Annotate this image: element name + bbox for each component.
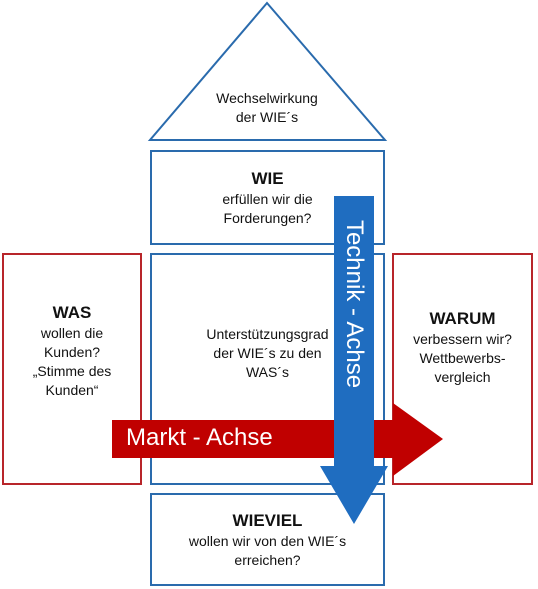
wie-title: WIE — [251, 169, 284, 188]
wie-line-2: Forderungen? — [223, 210, 312, 226]
was-line-4: Kunden“ — [45, 381, 99, 398]
warum-line-3: vergleich — [434, 369, 491, 385]
wieviel-title: WIEVIEL — [232, 511, 303, 530]
wieviel-line-2: erreichen? — [234, 552, 301, 568]
roof-line-2: der WIE´s — [235, 109, 299, 125]
was-line-2: Kunden? — [43, 343, 101, 360]
markt-arrow-label: Markt - Achse — [126, 424, 273, 451]
was-title: WAS — [52, 302, 92, 322]
center-line-2: der WIE´s zu den — [213, 344, 322, 361]
wieviel-line-1: wollen wir von den WIE´s — [188, 533, 347, 549]
center-line-3: WAS´s — [245, 363, 290, 380]
roof-line-1: Wechselwirkung — [216, 90, 318, 106]
wie-line-1: erfüllen wir die — [222, 191, 313, 207]
center-line-1: Unterstützungsgrad — [206, 325, 329, 342]
technik-arrow-shape — [320, 196, 388, 524]
technik-arrow-label: Technik - Achse — [341, 219, 368, 389]
warum-line-1: verbessern wir? — [413, 331, 512, 347]
roof-text: Wechselwirkung der WIE´s — [150, 89, 384, 127]
was-line-1: wollen die — [40, 324, 104, 341]
was-line-3: „Stimme des — [32, 362, 112, 379]
warum-line-2: Wettbewerbs- — [419, 350, 506, 366]
warum-title: WARUM — [429, 309, 496, 328]
